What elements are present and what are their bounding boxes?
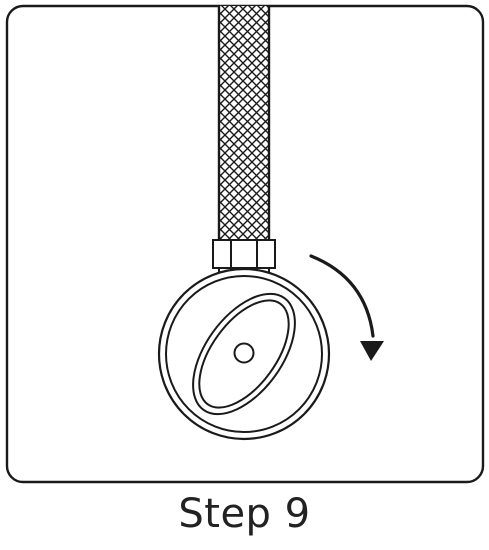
- clockwise-rotation-arrow-icon: [309, 254, 384, 361]
- spray-nozzle-hole: [233, 342, 255, 364]
- braided-hose-icon: [217, 6, 271, 240]
- step-caption: Step 9: [178, 491, 311, 537]
- shower-head-icon: [157, 267, 331, 441]
